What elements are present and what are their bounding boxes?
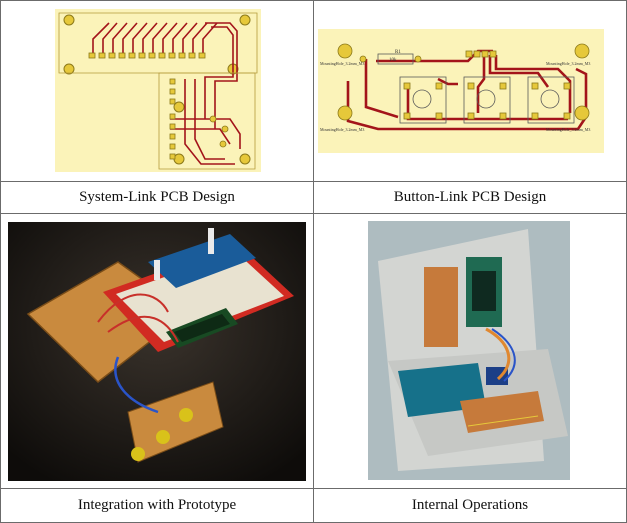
caption-button-link: Button-Link PCB Design	[313, 181, 627, 214]
pcb-hole-label-tl: MountingHole_3.2mm_M3	[320, 61, 364, 66]
caption-system-link: System-Link PCB Design	[0, 181, 314, 214]
pcb-resistor-value: 10k	[389, 58, 397, 63]
button-link-pcb-image: R1 10k MountingHole_3.2mm_M3 MountingHol…	[318, 29, 604, 153]
internal-operations-photo	[368, 221, 570, 480]
pcb-hole-label-bl: MountingHole_3.2mm_M3	[320, 127, 364, 132]
caption-internal-ops: Internal Operations	[313, 488, 627, 523]
pcb-r1-label: R1	[395, 50, 401, 55]
caption-integration: Integration with Prototype	[0, 488, 314, 523]
system-link-pcb-image	[55, 9, 261, 172]
pcb-hole-label-br: MountingHole_3.2mm_M3	[546, 127, 590, 132]
pcb-hole-label-tr: MountingHole_3.2mm_M3	[546, 61, 590, 66]
prototype-photo	[8, 222, 306, 481]
